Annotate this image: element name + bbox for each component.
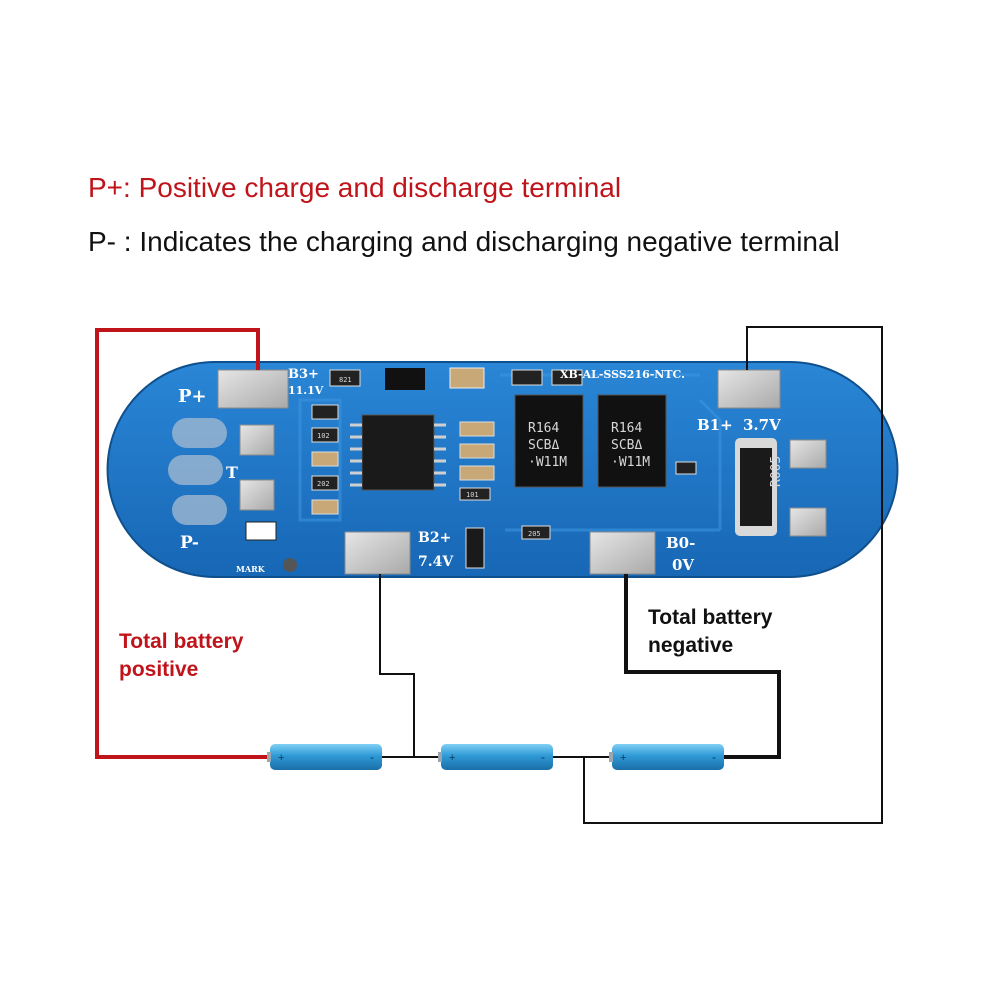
battery-positive-cap	[438, 752, 442, 762]
b1-label: B1+	[697, 416, 733, 434]
p-minus-pad-upper	[172, 418, 227, 448]
p-minus-pad-lower	[172, 495, 227, 525]
b1-voltage: 3.7V	[743, 416, 781, 434]
b2-label: B2+	[418, 530, 451, 546]
wires	[95, 326, 883, 824]
mosfet-1: R164 SCBΔ ·W11M	[514, 394, 584, 488]
mosfet-2: R164 SCBΔ ·W11M	[597, 394, 667, 488]
mounting-hole	[283, 558, 297, 572]
battery-body	[270, 744, 382, 770]
battery-body	[612, 744, 724, 770]
protection-board: P+ T P- MARK B3+ 11.1V 821 XB-AL-SSS216-…	[106, 361, 899, 578]
smd-code-205: 205	[528, 530, 541, 538]
battery-minus-sign: -	[541, 750, 545, 764]
battery-string: +-+-+-	[267, 744, 724, 770]
callout-total-positive: Total battery positive	[119, 628, 243, 684]
b3-label: B3+	[288, 367, 319, 382]
mosfet-1-line-1: R164	[528, 421, 559, 436]
battery-cell-3: +-	[609, 744, 724, 770]
mosfet-1-line-2: SCBΔ	[528, 438, 559, 453]
board-model: XB-AL-SSS216-NTC.	[560, 368, 685, 381]
negative-wire	[624, 574, 781, 759]
callout-total-positive-line-1: Total battery	[119, 630, 244, 653]
b0-label: B0-	[666, 534, 695, 552]
mark-label: MARK	[236, 564, 266, 574]
battery-positive-cap	[609, 752, 613, 762]
ntc-pad-top	[239, 424, 275, 456]
battery-minus-sign: -	[712, 750, 716, 764]
legend-positive-terminal: P+: Positive charge and discharge termin…	[88, 172, 622, 203]
callout-total-negative-line-2: negative	[648, 634, 734, 657]
smd-code-821: 821	[339, 376, 352, 384]
callout-total-negative-line-1: Total battery	[648, 606, 773, 629]
b0-pad	[589, 531, 656, 575]
battery-cell-2: +-	[438, 744, 553, 770]
smd-code-202: 202	[317, 480, 330, 488]
mosfet-2-line-2: SCBΔ	[611, 438, 642, 453]
smd-code-102: 102	[317, 432, 330, 440]
controller-ic	[361, 414, 435, 491]
p-plus-pad	[217, 369, 289, 409]
legend-negative-terminal: P- : Indicates the charging and discharg…	[88, 226, 840, 257]
battery-plus-sign: +	[449, 752, 455, 764]
resistor-label: R005	[769, 456, 784, 487]
led-component	[245, 521, 277, 541]
shunt-resistor: R005	[735, 438, 784, 536]
battery-cell-1: +-	[267, 744, 382, 770]
b2-pad	[344, 531, 411, 575]
callout-total-negative: Total battery negative	[648, 604, 772, 660]
p-minus-label: P-	[180, 533, 199, 553]
p-plus-label: P+	[178, 386, 207, 407]
battery-positive-cap	[267, 752, 271, 762]
battery-plus-sign: +	[278, 752, 284, 764]
positive-wire	[95, 328, 272, 759]
mosfet-2-line-3: ·W11M	[611, 455, 650, 470]
t-pad	[168, 455, 223, 485]
t-label: T	[226, 463, 238, 482]
battery-body	[441, 744, 553, 770]
b2-wire	[379, 574, 415, 757]
smd-code-101: 101	[466, 491, 479, 499]
b0-voltage: 0V	[672, 556, 694, 574]
callout-total-positive-line-2: positive	[119, 658, 199, 681]
battery-minus-sign: -	[370, 750, 374, 764]
mosfet-2-line-1: R164	[611, 421, 642, 436]
b1-wire	[583, 326, 883, 824]
b1-pad	[717, 369, 781, 409]
b3-voltage: 11.1V	[288, 384, 324, 397]
mosfet-1-line-3: ·W11M	[528, 455, 567, 470]
battery-plus-sign: +	[620, 752, 626, 764]
ntc-pad-bottom	[239, 479, 275, 511]
b2-voltage: 7.4V	[418, 554, 454, 570]
